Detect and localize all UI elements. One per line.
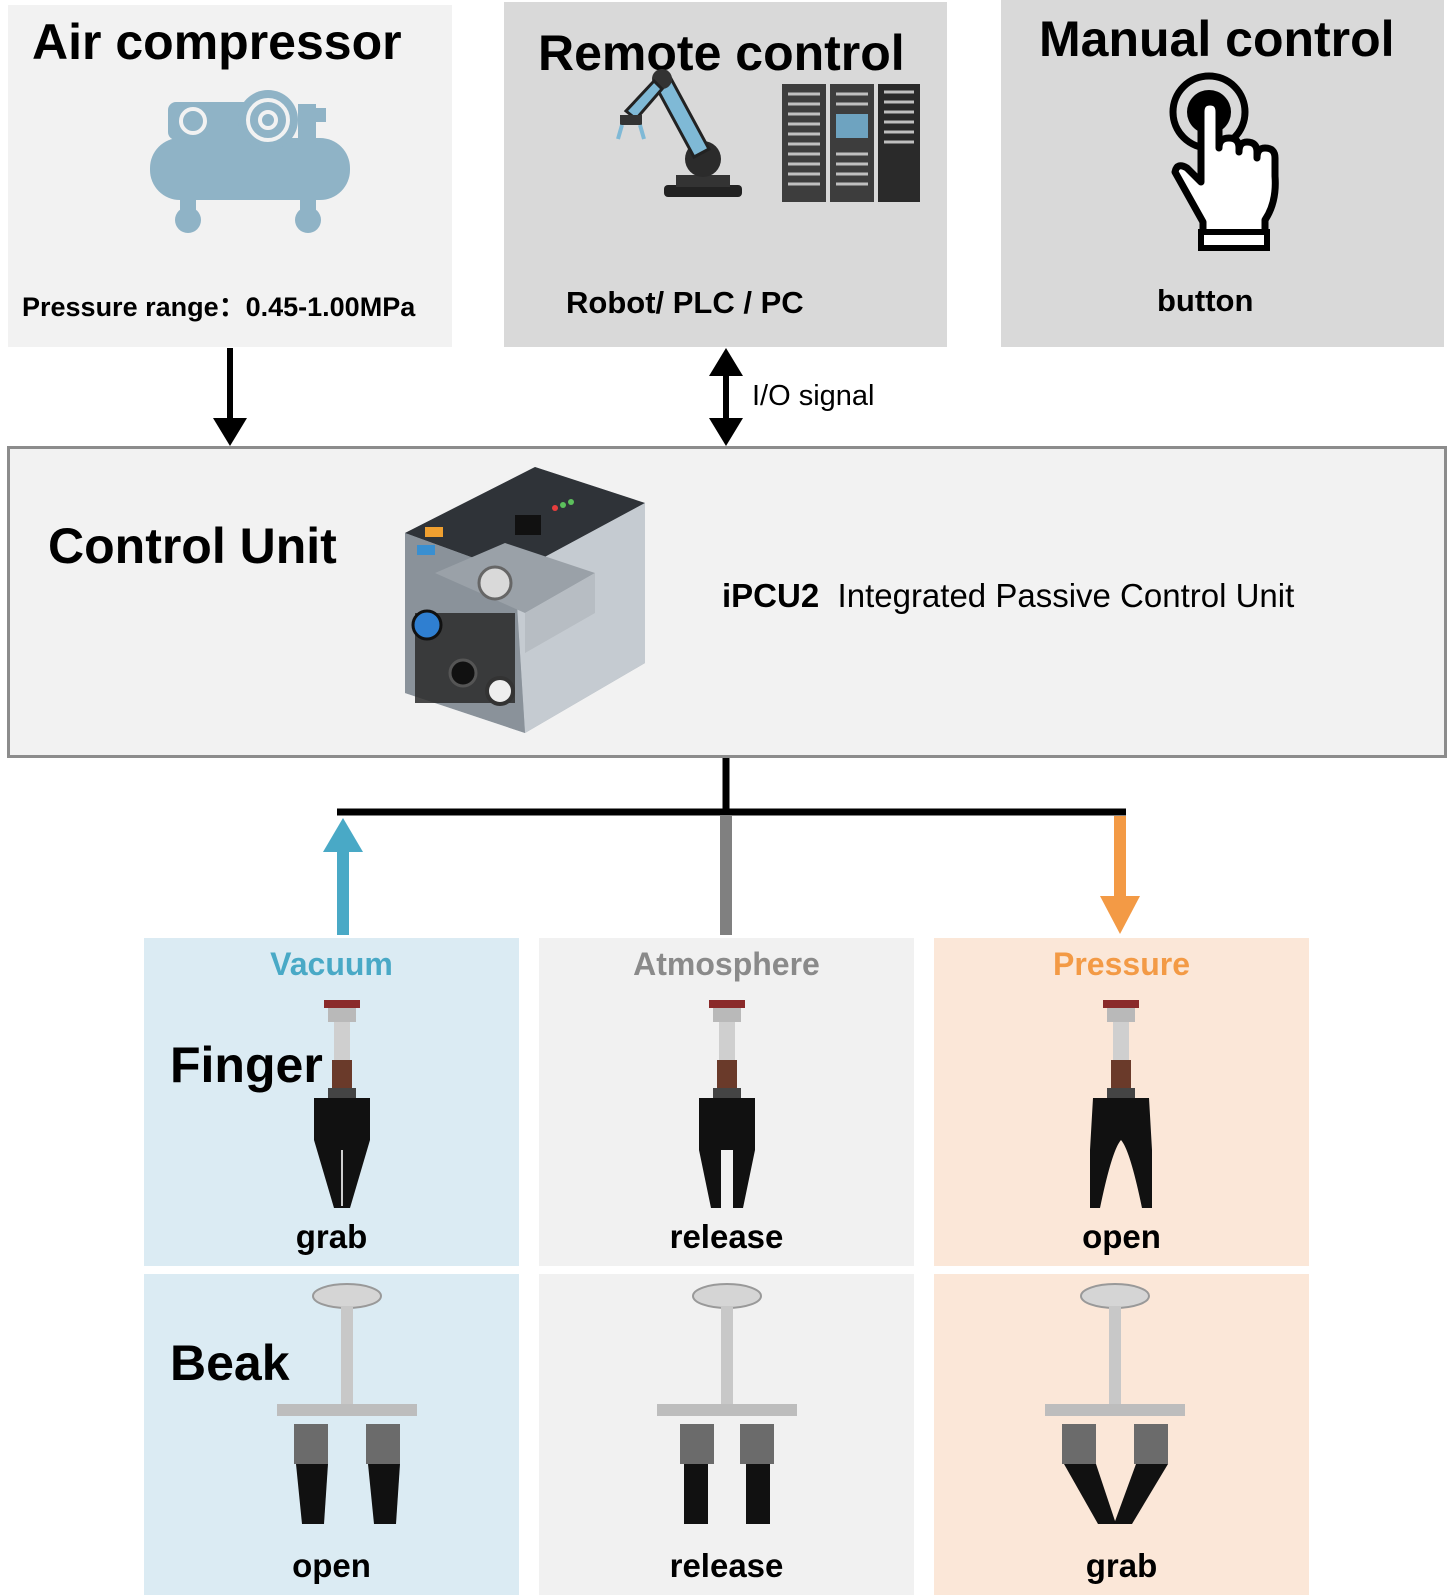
remote-control-title: Remote control xyxy=(538,25,905,81)
air-compressor-title: Air compressor xyxy=(32,14,402,70)
air-compressor-icon xyxy=(150,90,350,233)
robot-arm-icon xyxy=(616,69,742,197)
manual-control-title: Manual control xyxy=(1039,11,1395,67)
pressure-beak-cell xyxy=(934,1274,1309,1595)
pressure-title: Pressure xyxy=(1053,946,1190,982)
control-unit-device-icon xyxy=(405,467,645,733)
remote-control-panel: Remote control Robot/ PLC / PC xyxy=(504,2,947,347)
hand-press-button-icon xyxy=(1169,72,1279,251)
vacuum-beak-cell xyxy=(144,1274,519,1595)
beak-row-label: Beak xyxy=(170,1335,290,1391)
vacuum-beak-state: open xyxy=(292,1547,371,1584)
control-unit-description-text: Integrated Passive Control Unit xyxy=(837,577,1295,614)
beak-gripper-open-icon xyxy=(277,1283,417,1524)
pressure-range-caption: Pressure range：0.45-1.00MPa xyxy=(22,292,416,322)
control-unit-description: iPCU2 Integrated Passive Control Unit xyxy=(722,577,1294,615)
finger-gripper-release-icon xyxy=(699,1000,755,1208)
vacuum-finger-state: grab xyxy=(295,1218,368,1255)
control-unit-model: iPCU2 xyxy=(722,577,820,614)
finger-row-label: Finger xyxy=(170,1037,323,1093)
control-unit-title: Control Unit xyxy=(48,518,337,574)
pressure-beak-state: grab xyxy=(1085,1547,1158,1584)
beak-gripper-release-icon xyxy=(657,1283,797,1524)
control-unit-panel: Control Unit iPCU2 Integrated Passive Co… xyxy=(7,446,1447,758)
server-rack-icon xyxy=(782,84,920,202)
manual-control-caption: button xyxy=(1157,283,1254,318)
finger-gripper-open-icon xyxy=(1090,1000,1152,1208)
atmosphere-finger-state: release xyxy=(669,1218,784,1255)
manual-control-panel: Manual control button xyxy=(1001,0,1444,347)
remote-control-caption: Robot/ PLC / PC xyxy=(566,285,804,320)
atmosphere-title: Atmosphere xyxy=(633,946,820,982)
atmosphere-beak-state: release xyxy=(669,1547,784,1584)
io-signal-label: I/O signal xyxy=(752,380,875,412)
finger-gripper-grab-icon xyxy=(314,1000,370,1208)
air-compressor-panel: Air compressor Pressure range：0.45-1.00M… xyxy=(8,5,452,347)
vacuum-title: Vacuum xyxy=(270,946,393,982)
pressure-finger-state: open xyxy=(1082,1218,1161,1255)
beak-gripper-grab-icon xyxy=(1045,1283,1185,1524)
